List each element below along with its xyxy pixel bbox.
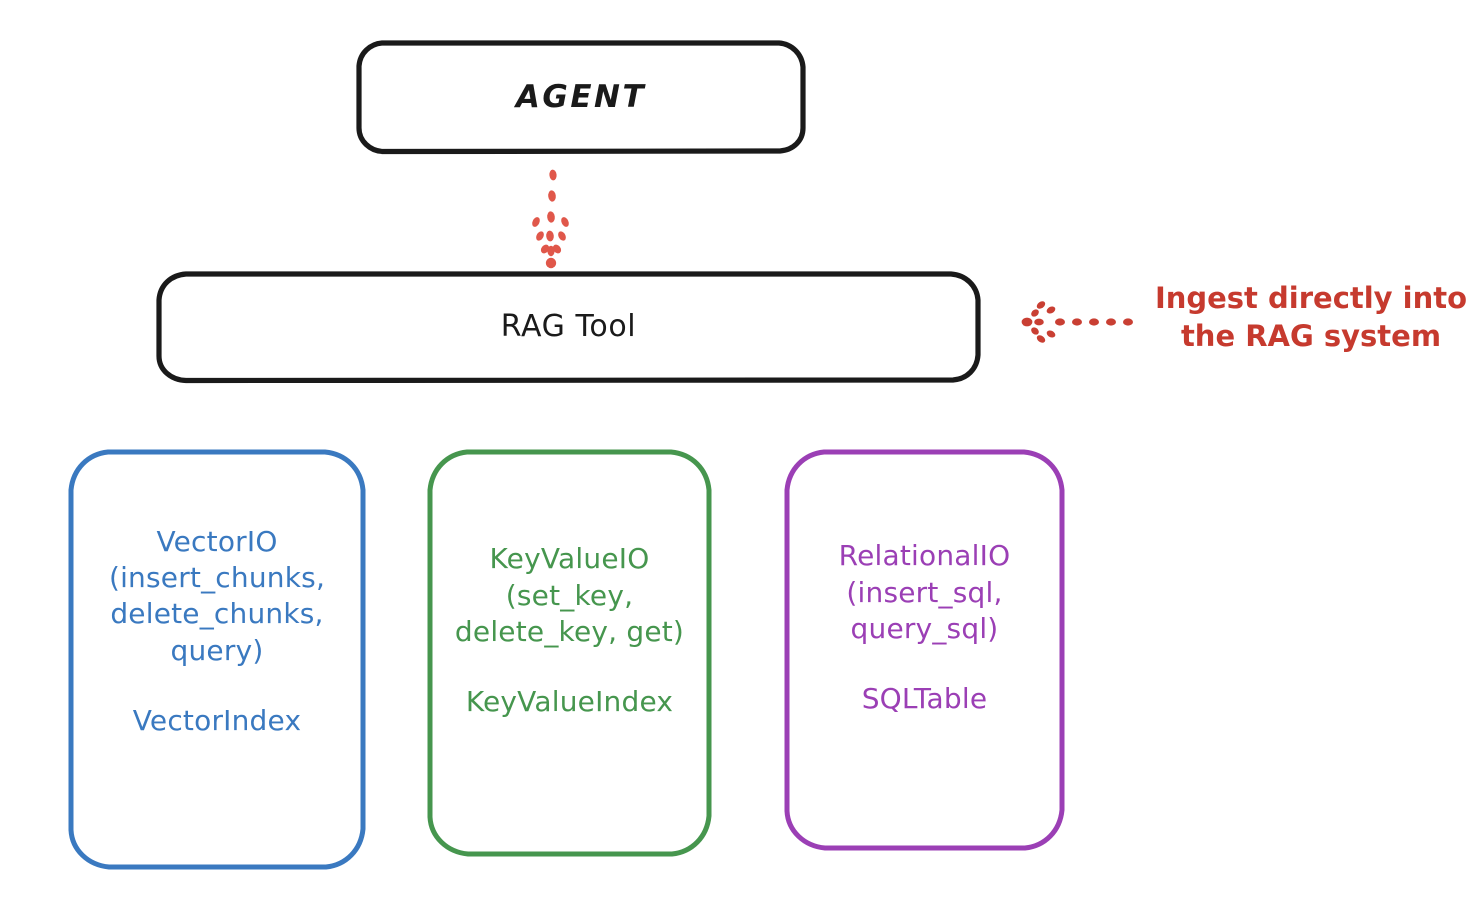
node-rag-tool[interactable]: RAG Tool — [156, 271, 981, 384]
connector-agent-to-rag-tool — [532, 169, 569, 269]
vector-io-index: VectorIndex — [132, 704, 302, 738]
node-key-value-io[interactable]: KeyValueIO (set_key, delete_key, get) Key… — [427, 449, 712, 857]
spacer — [455, 650, 684, 684]
vector-io-methods: VectorIO (insert_chunks, delete_chunks, … — [108, 524, 326, 667]
node-key-value-io-label: KeyValueIO (set_key, delete_key, get) Key… — [455, 541, 684, 721]
key-value-io-methods: KeyValueIO (set_key, delete_key, get) — [454, 542, 685, 648]
node-agent-label: AGENT — [515, 78, 647, 115]
annotation-ingest: Ingest directly into the RAG system — [1154, 281, 1468, 353]
spacer — [839, 647, 1011, 681]
node-rag-tool-label: RAG Tool — [500, 309, 637, 345]
node-vector-io[interactable]: VectorIO (insert_chunks, delete_chunks, … — [68, 449, 366, 870]
key-value-io-index: KeyValueIndex — [465, 685, 674, 719]
relational-io-index: SQLTable — [861, 682, 988, 716]
node-agent[interactable]: AGENT — [356, 40, 806, 155]
relational-io-methods: RelationalIO (insert_sql, query_sql) — [838, 539, 1011, 645]
connector-annotation-to-rag-tool — [1021, 301, 1133, 343]
node-relational-io-label: RelationalIO (insert_sql, query_sql) SQLT… — [839, 538, 1011, 718]
node-vector-io-label: VectorIO (insert_chunks, delete_chunks, … — [109, 524, 325, 740]
node-relational-io[interactable]: RelationalIO (insert_sql, query_sql) SQLT… — [784, 449, 1065, 851]
spacer — [109, 669, 325, 703]
